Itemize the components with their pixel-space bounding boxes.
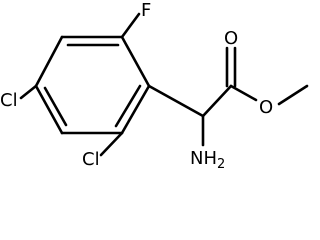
benzene-ring xyxy=(34,35,151,135)
bond-ring-alpha-carbon xyxy=(147,84,205,118)
amine-label-subscript: 2 xyxy=(217,157,225,172)
fluorine-label: F xyxy=(141,0,151,21)
ester-oxygen-label: O xyxy=(259,97,273,118)
bond-alpha-carbon-carbonyl xyxy=(201,84,233,118)
chlorine-top-label: Cl xyxy=(0,90,18,111)
amine-label-main: NH xyxy=(190,148,217,169)
ring-bond-5-inner xyxy=(43,86,68,127)
ring-bond-6 xyxy=(34,35,64,88)
bond-carbonyl-ester-oxygen xyxy=(229,84,258,102)
chlorine-bottom-label: Cl xyxy=(82,149,100,170)
bond-ring-chlorine-bottom xyxy=(99,131,124,157)
bond-ring-fluorine xyxy=(120,12,141,39)
ring-bond-2 xyxy=(120,35,151,88)
carbonyl-oxygen-label: O xyxy=(224,28,238,49)
bond-ring-chlorine-top xyxy=(19,84,38,100)
ring-bond-3-inner xyxy=(114,84,142,128)
bond-ester-oxygen-methyl xyxy=(277,84,309,106)
ring-bond-3 xyxy=(120,84,151,135)
amine-label: NH2 xyxy=(190,148,225,172)
ring-bond-5 xyxy=(34,84,64,135)
structure-diagram: F Cl Cl O O NH2 xyxy=(0,0,309,172)
